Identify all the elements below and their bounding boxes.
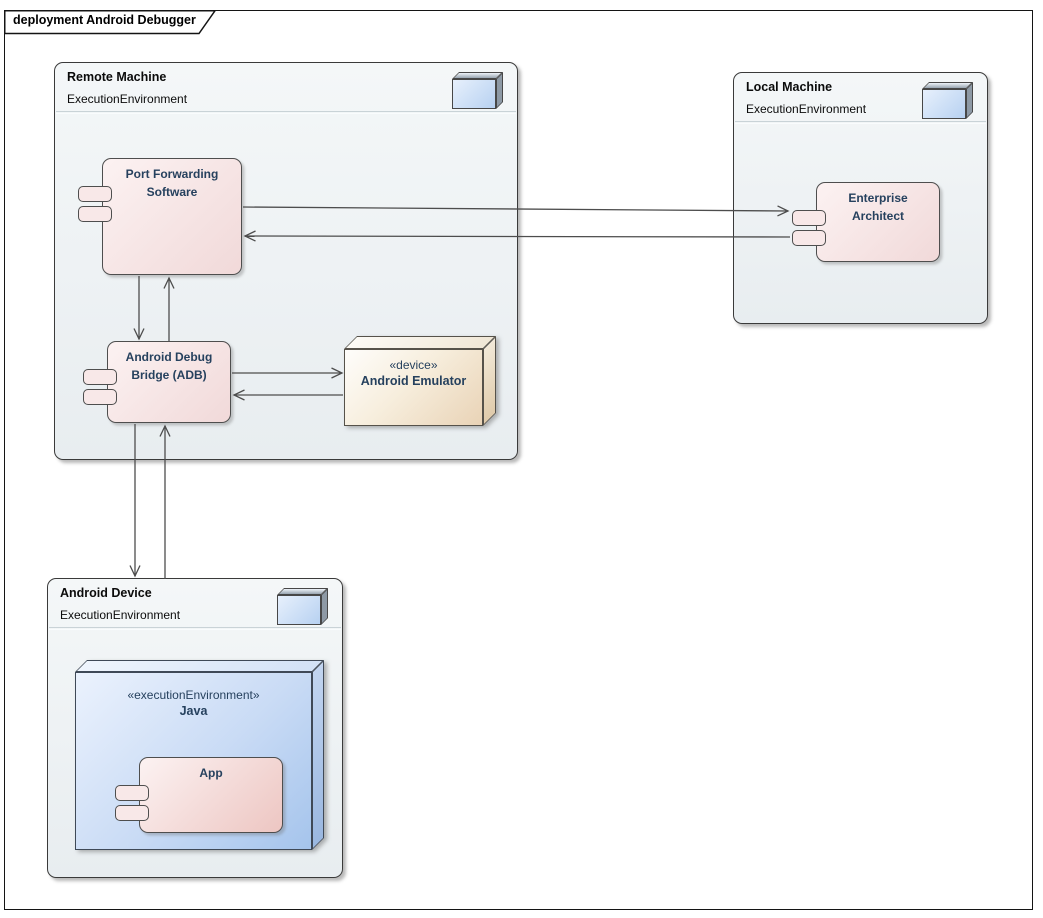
component-tab-icon <box>83 369 117 385</box>
component-label: Enterprise Architect <box>848 191 908 223</box>
component-tab-icon <box>792 230 826 246</box>
frame-tab-shape <box>4 10 217 35</box>
device-android-emulator[interactable]: «device» Android Emulator <box>344 336 496 426</box>
node-title: Local Machine <box>746 80 833 94</box>
diagram-frame-tab: deployment Android Debugger <box>4 10 228 35</box>
execution-environment-cube-icon <box>277 588 329 626</box>
execution-environment-cube-icon <box>922 82 974 120</box>
header-separator <box>56 111 516 114</box>
header-separator <box>735 121 986 124</box>
component-tab-icon <box>115 805 149 821</box>
node-stereotype: «executionEnvironment» <box>127 688 260 702</box>
component-android-debug-bridge[interactable]: Android Debug Bridge (ADB) <box>83 341 231 423</box>
node-title: Remote Machine <box>67 70 167 84</box>
execution-environment-cube-icon <box>452 72 504 110</box>
cube-face-right <box>312 660 324 850</box>
component-tab-icon <box>83 389 117 405</box>
component-app[interactable]: App <box>115 757 283 833</box>
cube-face-right <box>321 588 328 625</box>
component-tab-icon <box>78 206 112 222</box>
node-stereotype: ExecutionEnvironment <box>60 608 181 622</box>
component-tab-icon <box>78 186 112 202</box>
cube-face-right <box>483 336 496 426</box>
component-label: Port Forwarding Software <box>125 167 219 199</box>
node-label: Java <box>179 704 208 718</box>
node-stereotype: ExecutionEnvironment <box>746 102 867 116</box>
component-tab-icon <box>115 785 149 801</box>
component-label: Android Debug Bridge (ADB) <box>125 350 213 382</box>
diagram-frame <box>4 10 1033 910</box>
cube-face-front <box>277 595 321 625</box>
cube-face-top <box>75 660 324 672</box>
component-tab-icon <box>792 210 826 226</box>
cube-face-right <box>496 72 503 109</box>
header-separator <box>49 627 341 630</box>
diagram-title: deployment Android Debugger <box>13 13 196 27</box>
component-enterprise-architect[interactable]: Enterprise Architect <box>792 182 940 262</box>
cube-face-right <box>966 82 973 119</box>
cube-face-front <box>922 89 966 119</box>
cube-face-front <box>452 79 496 109</box>
cube-face-top <box>344 336 496 349</box>
device-label: Android Emulator <box>360 374 467 388</box>
device-stereotype: «device» <box>389 358 438 372</box>
cube-face-front: «device» Android Emulator <box>344 349 483 426</box>
component-label: App <box>199 766 223 780</box>
component-port-forwarding-software[interactable]: Port Forwarding Software <box>78 158 242 275</box>
node-stereotype: ExecutionEnvironment <box>67 92 188 106</box>
node-title: Android Device <box>60 586 152 600</box>
